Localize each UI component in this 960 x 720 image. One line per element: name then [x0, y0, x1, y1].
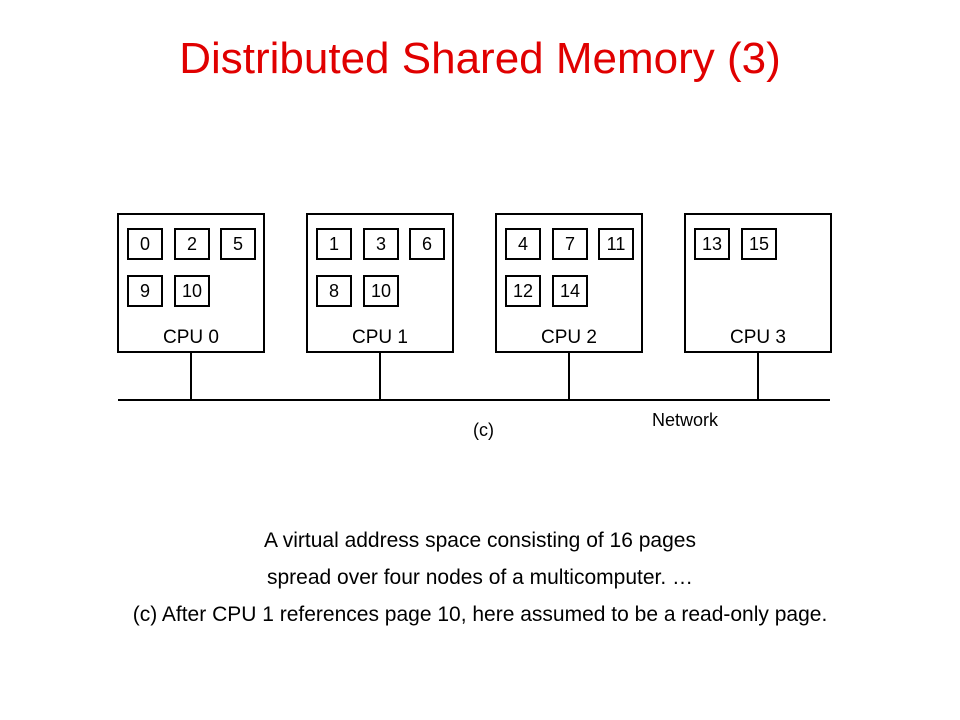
cpu-node: 13 15 CPU 3: [684, 213, 832, 353]
memory-page: 1: [316, 228, 352, 260]
cpu-node: 4 7 11 12 14 CPU 2: [495, 213, 643, 353]
memory-page: 14: [552, 275, 588, 307]
memory-page: 6: [409, 228, 445, 260]
cpu-node: 0 2 5 9 10 CPU 0: [117, 213, 265, 353]
memory-page: 10: [363, 275, 399, 307]
caption-line: spread over four nodes of a multicompute…: [266, 566, 694, 589]
memory-page: 12: [505, 275, 541, 307]
caption-line: (c) After CPU 1 references page 10, here…: [132, 603, 828, 626]
memory-page: 3: [363, 228, 399, 260]
memory-page: 5: [220, 228, 256, 260]
network-bus: [118, 399, 830, 401]
cpu-label: CPU 3: [730, 327, 786, 348]
cpu-label: CPU 1: [352, 327, 408, 348]
node-connector: [379, 353, 381, 400]
memory-page: 2: [174, 228, 210, 260]
figure-sublabel: (c): [473, 420, 494, 440]
node-connector: [568, 353, 570, 400]
memory-page: 7: [552, 228, 588, 260]
memory-page: 13: [694, 228, 730, 260]
node-connector: [190, 353, 192, 400]
memory-page: 11: [598, 228, 634, 260]
cpu-label: CPU 2: [541, 327, 597, 348]
memory-page: 8: [316, 275, 352, 307]
memory-page: 9: [127, 275, 163, 307]
node-connector: [757, 353, 759, 400]
network-label: Network: [652, 410, 719, 430]
memory-page: 10: [174, 275, 210, 307]
cpu-label: CPU 0: [163, 327, 219, 348]
memory-page: 4: [505, 228, 541, 260]
caption-line: A virtual address space consisting of 16…: [264, 529, 696, 552]
memory-page: 15: [741, 228, 777, 260]
memory-page: 0: [127, 228, 163, 260]
cpu-node: 1 3 6 8 10 CPU 1: [306, 213, 454, 353]
slide-title: Distributed Shared Memory (3): [179, 34, 781, 83]
